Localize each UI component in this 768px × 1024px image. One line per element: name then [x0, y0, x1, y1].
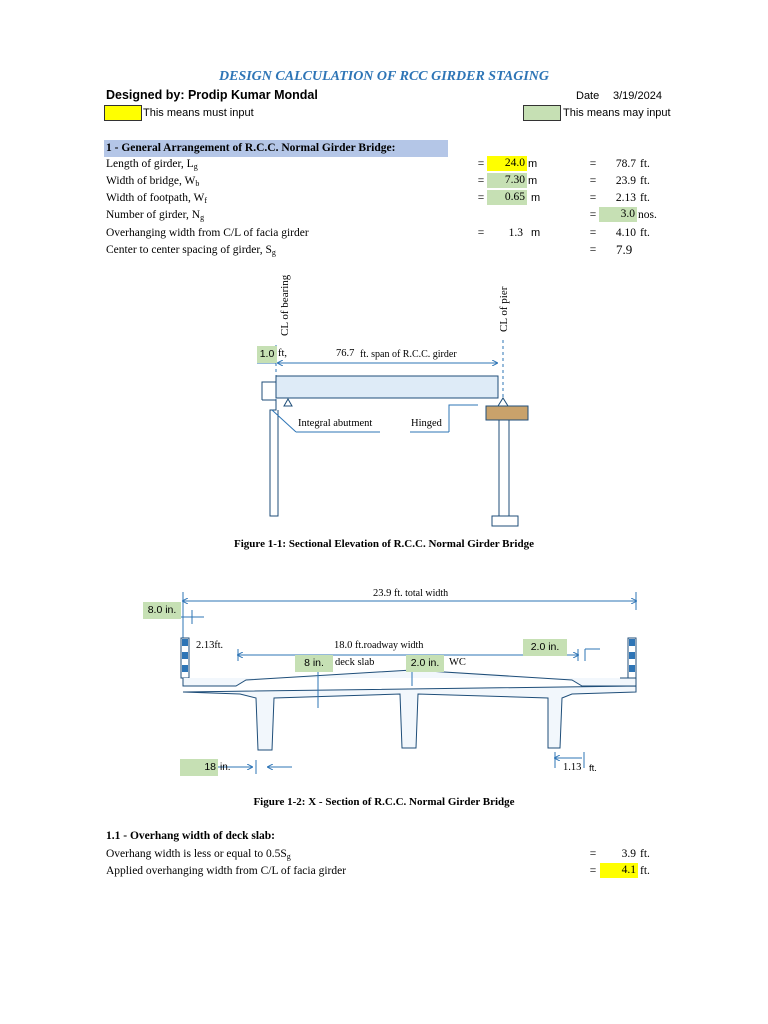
equals-sign: = — [589, 209, 597, 221]
footpath-input[interactable]: 0.65 — [487, 190, 527, 205]
girder-count-input[interactable]: 3.0 — [599, 207, 637, 222]
may-input-swatch — [523, 105, 561, 121]
total-width-label: 23.9 ft. total width — [373, 588, 449, 599]
row-length-label: Length of girder, Lg — [106, 158, 198, 171]
applied-overhang-input[interactable]: 4.1 — [600, 863, 638, 878]
unit-label: ft. — [640, 865, 650, 877]
unit-label: ft. — [640, 175, 650, 187]
equals-sign: = — [589, 158, 597, 170]
deck-slab-label: deck slab — [335, 657, 375, 668]
roadway-width-label: 18.0 ft.roadway width — [334, 640, 424, 651]
figure-2-caption: Figure 1-2: X - Section of R.C.C. Normal… — [253, 796, 515, 808]
length-ft-value: 78.7 — [615, 158, 636, 170]
unit-label: ft. — [640, 158, 650, 170]
unit-label: ft. — [640, 227, 650, 239]
overhang-limit-label: Overhang width is less or equal to 0.5Sg — [106, 848, 291, 861]
must-input-legend: This means must input — [143, 107, 254, 119]
equals-sign: = — [477, 192, 485, 204]
unit-label: nos. — [638, 209, 657, 221]
unit-label: m — [528, 175, 538, 187]
equals-sign: = — [477, 227, 485, 239]
date-label: Date — [576, 90, 600, 102]
edge-dim-value: 1.13 — [563, 762, 582, 773]
deck-slab-thickness[interactable]: 8 in. — [295, 655, 333, 672]
footpath-dim: 2.13ft. — [196, 640, 223, 651]
row-girders-label: Number of girder, Ng — [106, 209, 205, 222]
integral-abutment-label: Integral abutment — [298, 418, 373, 429]
row-width-label: Width of bridge, Wb — [106, 175, 200, 188]
wc-label: WC — [449, 657, 466, 668]
equals-sign: = — [589, 175, 597, 187]
overhang-m-value: 1.3 — [508, 227, 523, 239]
document-title: DESIGN CALCULATION OF RCC GIRDER STAGING — [219, 69, 549, 84]
length-input[interactable]: 24.0 — [487, 156, 527, 171]
equals-sign: = — [477, 175, 485, 187]
overhang-ft-value: 4.10 — [615, 227, 636, 239]
fig2-overhang-dim[interactable]: 8.0 in. — [143, 602, 181, 619]
footpath-ft-value: 2.13 — [615, 192, 636, 204]
width-ft-value: 23.9 — [615, 175, 636, 187]
equals-sign: = — [589, 865, 597, 877]
equals-sign: = — [589, 192, 597, 204]
equals-sign: = — [589, 244, 597, 256]
must-input-swatch — [104, 105, 142, 121]
fig2-right-dim[interactable]: 2.0 in. — [523, 639, 567, 656]
unit-label: ft, — [278, 348, 288, 359]
unit-label: ft. — [640, 192, 650, 204]
unit-label: m — [528, 158, 538, 170]
unit-label: m — [531, 192, 541, 204]
equals-sign: = — [477, 158, 485, 170]
row-overhang-label: Overhanging width from C/L of facia gird… — [106, 227, 309, 239]
overhang-limit-value: 3.9 — [621, 848, 636, 860]
applied-overhang-label: Applied overhanging width from C/L of fa… — [106, 865, 347, 877]
unit-label: ft. — [589, 763, 597, 774]
section-1-heading: 1 - General Arrangement of R.C.C. Normal… — [104, 140, 448, 157]
figure-1-caption: Figure 1-1: Sectional Elevation of R.C.C… — [234, 538, 534, 550]
row-spacing-label: Center to center spacing of girder, Sg — [106, 244, 276, 257]
designed-by: Designed by: Prodip Kumar Mondal — [106, 88, 318, 102]
unit-label: ft. — [640, 848, 650, 860]
width-input[interactable]: 7.30 — [487, 173, 527, 188]
unit-label: m — [531, 227, 541, 239]
span-value: 76.7 — [336, 348, 355, 359]
equals-sign: = — [589, 227, 597, 239]
hinged-label: Hinged — [411, 418, 442, 429]
fig1-left-dim[interactable]: 1.0 — [257, 346, 277, 363]
may-input-legend: This means may input — [563, 107, 671, 119]
span-label: ft. span of R.C.C. girder — [360, 349, 457, 360]
date-value: 3/19/2024 — [613, 90, 662, 102]
web-width-input[interactable]: 18 — [180, 759, 218, 776]
equals-sign: = — [589, 848, 597, 860]
section-1-1-heading: 1.1 - Overhang width of deck slab: — [106, 830, 275, 842]
spacing-value: 7.9 — [616, 242, 633, 257]
unit-label: in. — [220, 762, 231, 773]
wearing-course-thickness[interactable]: 2.0 in. — [406, 655, 444, 672]
row-footpath-label: Width of footpath, Wf — [106, 192, 208, 205]
